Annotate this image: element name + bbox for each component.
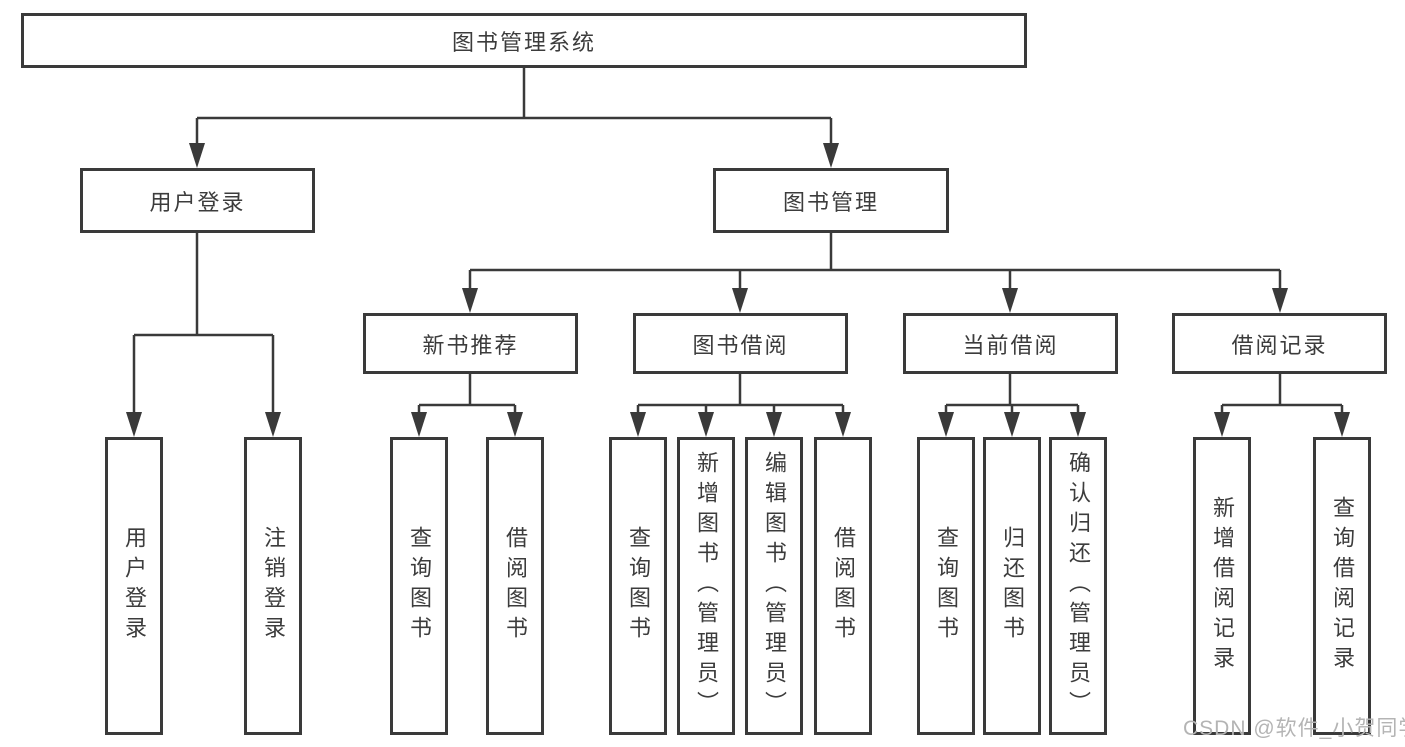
node-label: 查询图书: [934, 526, 959, 646]
node-label: 归还图书: [1000, 526, 1025, 646]
leaf-query-books-1: 查询图书: [390, 437, 448, 735]
node-label: 图书借阅: [692, 332, 789, 358]
node-label: 查询图书: [626, 526, 651, 646]
node-current-borrow: 当前借阅: [903, 313, 1118, 374]
node-label: 借阅图书: [831, 526, 856, 646]
leaf-add-borrow-record: 新增借阅记录: [1193, 437, 1251, 735]
node-user-login: 用户登录: [80, 168, 315, 233]
node-label: 图书管理: [782, 189, 879, 215]
node-root-system: 图书管理系统: [21, 13, 1027, 68]
node-label: 新书推荐: [422, 332, 519, 358]
leaf-borrow-books-1: 借阅图书: [486, 437, 544, 735]
leaf-query-books-2: 查询图书: [609, 437, 667, 735]
leaf-add-books-admin: 新增图书（管理员）: [677, 437, 735, 735]
node-label: 查询借阅记录: [1330, 496, 1355, 676]
node-new-book-recommend: 新书推荐: [363, 313, 578, 374]
leaf-query-borrow-record: 查询借阅记录: [1313, 437, 1371, 735]
watermark: CSDN @软件_小贺同学: [1183, 717, 1405, 740]
node-label: 用户登录: [149, 189, 246, 215]
node-label: 用户登录: [122, 526, 147, 646]
leaf-query-books-3: 查询图书: [917, 437, 975, 735]
node-label: 注销登录: [261, 526, 286, 646]
node-label: 借阅图书: [503, 526, 528, 646]
node-borrow-records: 借阅记录: [1172, 313, 1387, 374]
node-label: 查询图书: [407, 526, 432, 646]
leaf-logout: 注销登录: [244, 437, 302, 735]
leaf-return-books: 归还图书: [983, 437, 1041, 735]
node-book-management: 图书管理: [713, 168, 949, 233]
leaf-borrow-books-2: 借阅图书: [814, 437, 872, 735]
node-label: 借阅记录: [1231, 332, 1328, 358]
node-label: 确认归还（管理员）: [1066, 451, 1091, 721]
arrowheads: [126, 143, 1350, 437]
leaf-user-login: 用户登录: [105, 437, 163, 735]
leaf-confirm-return-admin: 确认归还（管理员）: [1049, 437, 1107, 735]
node-book-borrow: 图书借阅: [633, 313, 848, 374]
node-label: 新增借阅记录: [1210, 496, 1235, 676]
leaf-edit-books-admin: 编辑图书（管理员）: [745, 437, 803, 735]
node-label: 新增图书（管理员）: [694, 451, 719, 721]
node-label: 编辑图书（管理员）: [762, 451, 787, 721]
node-label: 当前借阅: [962, 332, 1059, 358]
node-label: 图书管理系统: [451, 29, 596, 55]
